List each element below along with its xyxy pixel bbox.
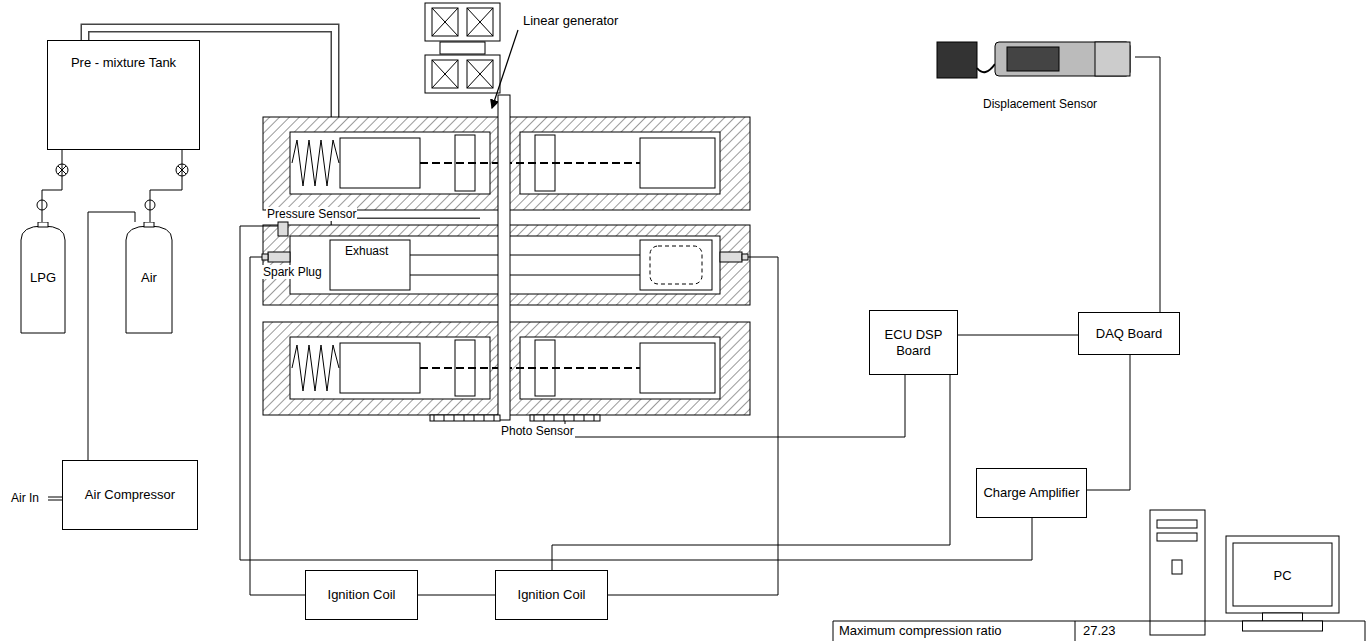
- wire-connector: [150, 150, 182, 222]
- gas-cylinder: LPG: [20, 222, 66, 334]
- ecu-box: ECU DSP Board: [869, 310, 958, 375]
- part-label: Air In: [10, 491, 40, 505]
- gas-cylinder: Air: [125, 222, 173, 334]
- part-label: Linear generator: [522, 14, 619, 28]
- node-text: LPG: [30, 270, 56, 286]
- wire-connector: [1135, 57, 1160, 312]
- daq-box: DAQ Board: [1078, 312, 1180, 355]
- part-label: Photo Sensor: [500, 424, 575, 438]
- part-label: Spark Plug: [262, 265, 323, 279]
- node-text: ECU DSP Board: [874, 327, 953, 359]
- wire-connector: [552, 375, 950, 570]
- node-text: Air: [141, 270, 157, 286]
- node-text: Ignition Coil: [328, 587, 396, 603]
- node-text: Air Compressor: [85, 487, 175, 503]
- monitor-outline: [1225, 535, 1340, 632]
- part-label: Exhuast: [344, 244, 389, 258]
- node-text: Ignition Coil: [518, 587, 586, 603]
- coil-box: Ignition Coil: [495, 570, 608, 620]
- part-label: Pressure Sensor: [266, 207, 357, 221]
- coil-box: Ignition Coil: [305, 570, 418, 620]
- wire-connector: [958, 335, 1078, 336]
- node-text: Charge Amplifier: [983, 485, 1079, 501]
- displacement-sensor: Displacement Sensor: [935, 38, 1135, 112]
- pc-monitor: PC: [1225, 535, 1340, 632]
- table-cell: Maximum compression ratio: [838, 624, 1003, 638]
- wire-connector: [1087, 355, 1130, 490]
- wire-connector: [418, 595, 495, 596]
- node-text: PC: [1273, 568, 1291, 584]
- node-text: Pre - mixture Tank: [71, 55, 176, 71]
- node-text: DAQ Board: [1096, 326, 1162, 342]
- tank-box: Pre - mixture Tank: [47, 40, 200, 150]
- compressor-box: Air Compressor: [62, 460, 198, 530]
- node-text: Displacement Sensor: [983, 96, 1097, 112]
- amplifier-box: Charge Amplifier: [976, 468, 1087, 518]
- wire-connector: [42, 150, 62, 222]
- table-cell: 27.23: [1082, 624, 1117, 638]
